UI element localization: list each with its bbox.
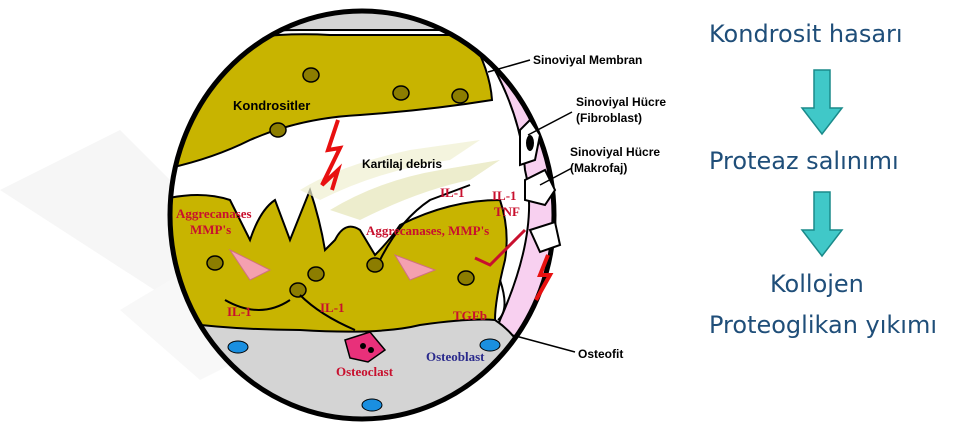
flow-arrow-down-icon xyxy=(802,70,842,134)
label-aggrecanases-mmps-right: Aggrecanases, MMP's xyxy=(366,223,489,238)
label-aggrecanases-left: Aggrecanases xyxy=(176,206,252,221)
label-osteoclast: Osteoclast xyxy=(336,364,394,379)
label-kondrositler: Kondrositler xyxy=(233,98,310,113)
label-tnf: TNF xyxy=(494,204,520,219)
label-kartilaj-debris: Kartilaj debris xyxy=(362,157,442,171)
label-tgfb: TGFb xyxy=(453,308,487,323)
flow-step-proteoglikan-yikimi: Proteoglikan yıkımı xyxy=(709,311,937,339)
flow-step-kollojen: Kollojen xyxy=(770,270,864,298)
label-makrofaj-1: Sinoviyal Hücre xyxy=(570,145,660,159)
label-mmps-left: MMP's xyxy=(190,222,231,237)
label-il1-bottom-left: IL-1 xyxy=(227,304,252,319)
label-osteofit: Osteofit xyxy=(578,347,623,361)
flow-step-proteaz-salinimi: Proteaz salınımı xyxy=(709,147,899,175)
label-sinoviyal-membran: Sinoviyal Membran xyxy=(533,53,642,67)
label-makrofaj-2: (Makrofaj) xyxy=(570,161,627,175)
label-il1-top: IL-1 xyxy=(440,185,465,200)
label-il1-bottom-mid: IL-1 xyxy=(320,300,345,315)
label-fibroblast-1: Sinoviyal Hücre xyxy=(576,95,666,109)
flow-arrow-down-icon xyxy=(802,192,842,256)
label-il1-right: IL-1 xyxy=(492,188,517,203)
label-fibroblast-2: (Fibroblast) xyxy=(576,111,642,125)
flow-step-kondrosit-hasari: Kondrosit hasarı xyxy=(709,20,903,48)
label-osteoblast: Osteoblast xyxy=(426,349,485,364)
